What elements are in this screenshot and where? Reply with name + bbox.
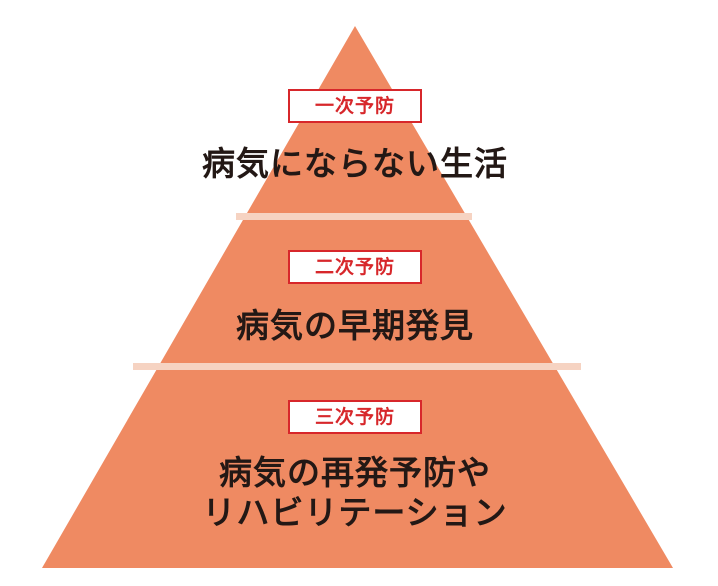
- level-3-description-line1: 病気の再発予防や: [219, 453, 491, 492]
- level-3-badge: 三次予防: [288, 400, 422, 434]
- level-1-description: 病気にならない生活: [202, 144, 508, 183]
- tier-divider-lower: [133, 363, 581, 370]
- level-3-description-line2: リハビリテーション: [202, 493, 508, 532]
- pyramid-triangle: [42, 26, 673, 568]
- level-2-description: 病気の早期発見: [236, 306, 474, 345]
- level-1-badge: 一次予防: [288, 89, 422, 123]
- level-2-badge: 二次予防: [288, 250, 422, 284]
- tier-divider-upper: [236, 213, 472, 220]
